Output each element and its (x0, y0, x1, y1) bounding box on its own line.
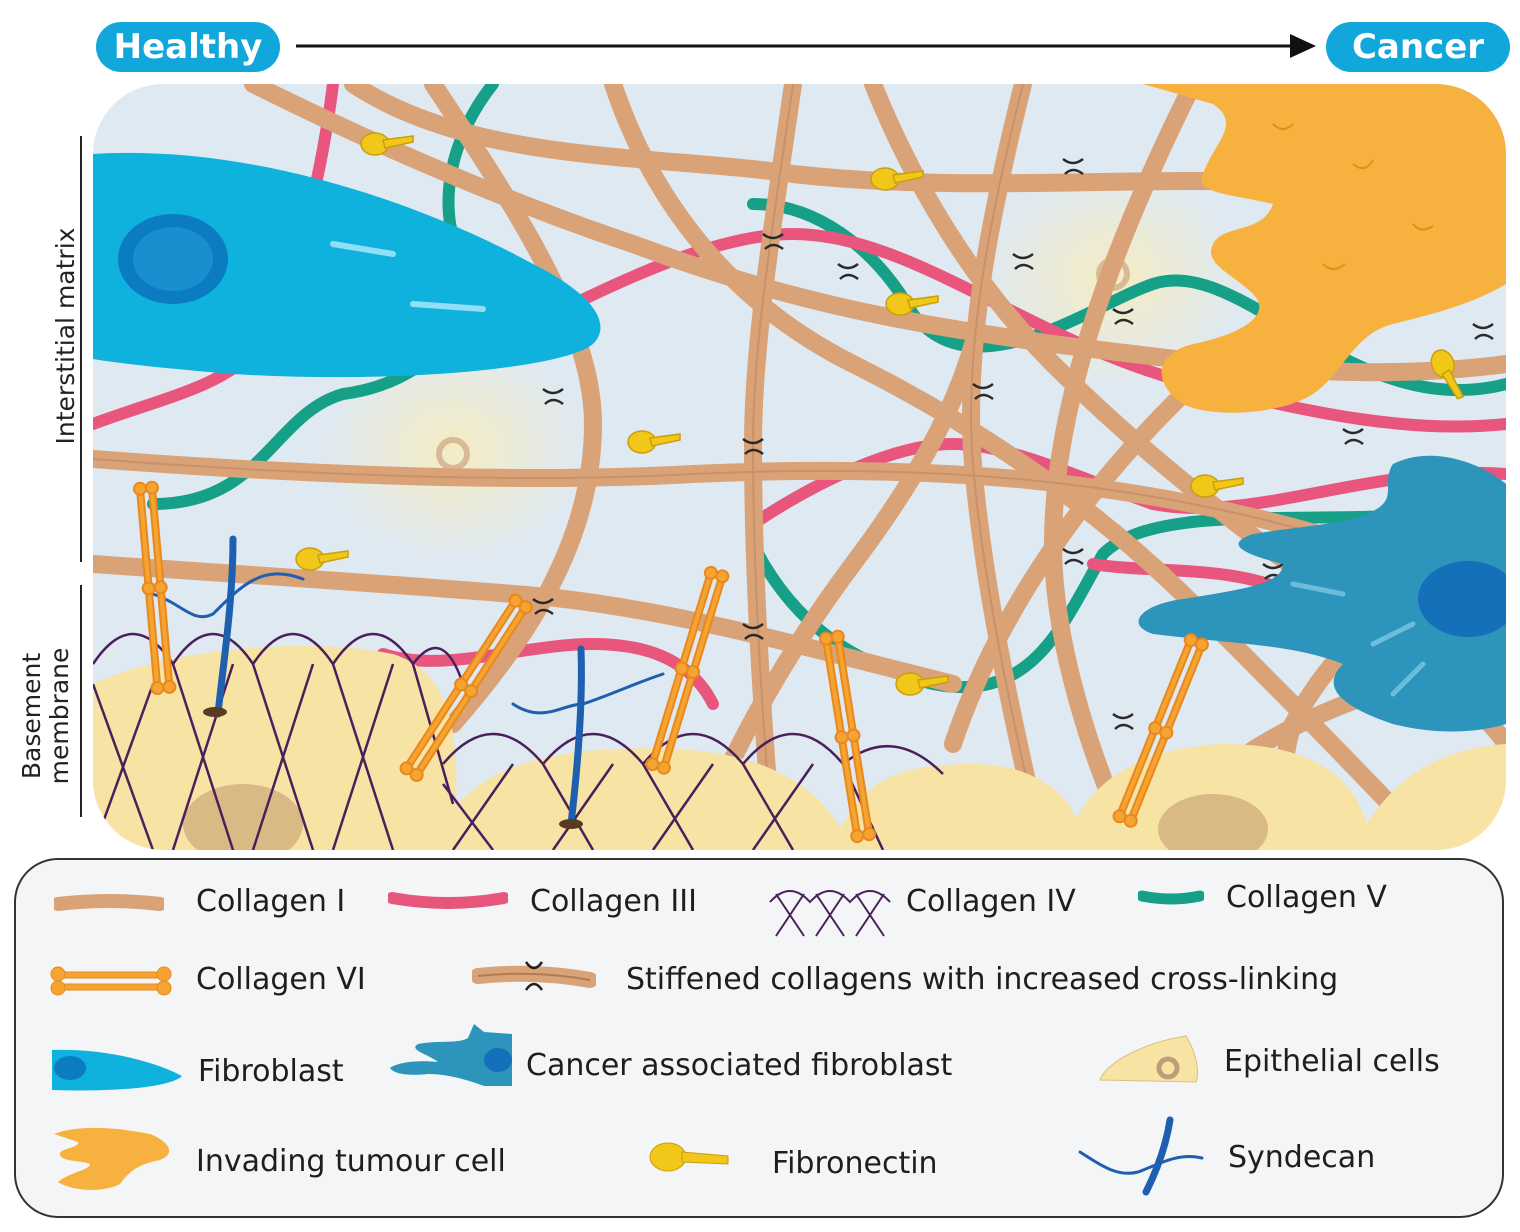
legend-label-fibroblast: Fibroblast (198, 1054, 344, 1089)
syndecan-molecules (151, 535, 665, 828)
interstitial-matrix-label: Interstitial matrix (51, 227, 80, 445)
interstitial-bracket (80, 136, 82, 562)
legend-label-collagen-iv: Collagen IV (906, 884, 1076, 919)
legend-label-collagen-iii: Collagen III (530, 884, 697, 919)
healthy-label: Healthy (96, 22, 280, 72)
progression-arrow (296, 34, 1316, 58)
legend-panel: Collagen I Collagen III Collagen IV Coll… (14, 858, 1504, 1218)
legend-label-caf: Cancer associated fibroblast (526, 1048, 953, 1083)
legend-label-collagen-v: Collagen V (1226, 880, 1387, 915)
background-cell-glow (323, 339, 583, 559)
legend-label-stiffened: Stiffened collagens with increased cross… (626, 962, 1339, 997)
tumour-cell-icon (54, 1127, 170, 1190)
stiffened-collagen-icon (472, 961, 596, 991)
collagen-iv-icon (769, 890, 891, 937)
cancer-associated-fibroblast (1138, 455, 1506, 732)
collagen-vi-icon (50, 966, 172, 996)
fibronectin-molecules (295, 132, 1465, 696)
collagen-vi-fibres (132, 480, 1209, 844)
basement-bracket (80, 585, 82, 817)
legend-label-collagen-i: Collagen I (196, 884, 346, 919)
syndecan-icon (1078, 1116, 1204, 1196)
legend-label-epithelial: Epithelial cells (1224, 1044, 1440, 1079)
legend-label-syndecan: Syndecan (1228, 1140, 1376, 1175)
caf-icon (390, 1024, 512, 1086)
legend-label-tumour: Invading tumour cell (196, 1144, 506, 1179)
epithelial-cell-icon (1099, 1035, 1199, 1083)
cancer-label: Cancer (1326, 22, 1510, 72)
legend-label-collagen-vi: Collagen VI (196, 962, 366, 997)
collagen-v-icon (1138, 890, 1204, 905)
cross-links (532, 157, 1494, 731)
legend-label-fibronectin: Fibronectin (772, 1146, 938, 1181)
invading-tumour-cell (1143, 84, 1506, 413)
fibroblast-icon (52, 1049, 182, 1091)
collagen-i-icon (54, 894, 164, 911)
fibronectin-icon (649, 1142, 729, 1172)
collagen-iii-icon (388, 892, 508, 909)
ecm-scene (93, 84, 1506, 850)
fibroblast-cell (93, 152, 601, 378)
basement-membrane-label: Basement membrane (17, 647, 74, 785)
